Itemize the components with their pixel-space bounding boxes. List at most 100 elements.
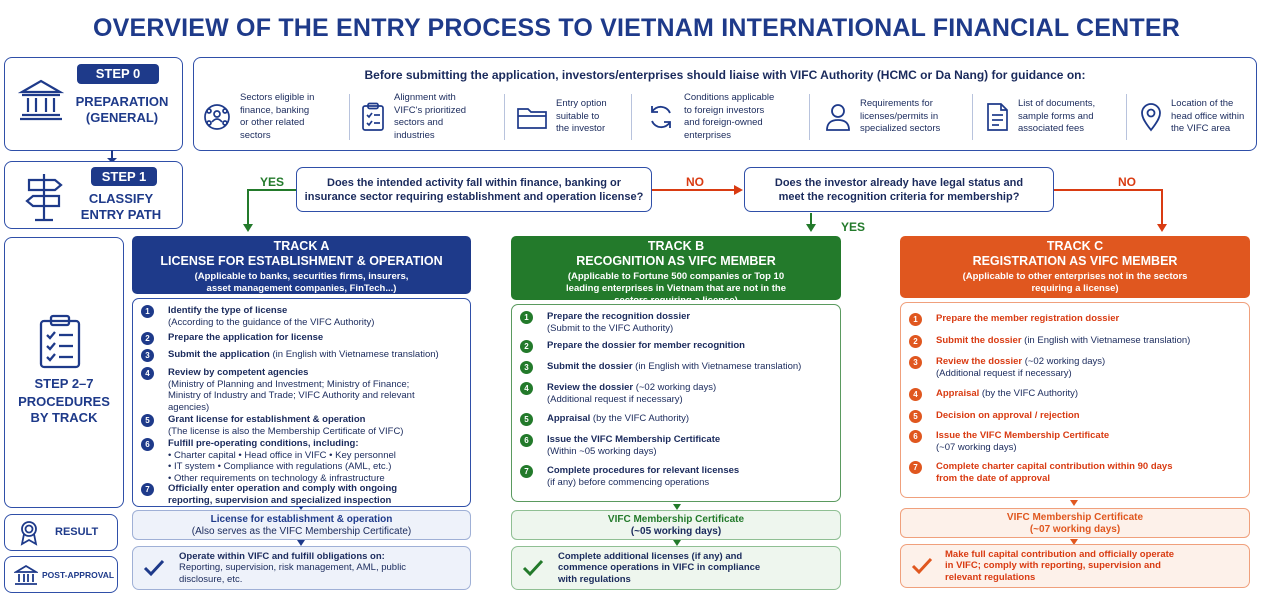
step-number: 5 <box>909 410 922 423</box>
step1-panel: STEP 1 CLASSIFY ENTRY PATH <box>4 161 183 229</box>
guidance-text-line: enterprises <box>684 129 731 141</box>
step0-title-2: (GENERAL) <box>85 110 159 125</box>
guidance-text-line: or other related <box>240 117 305 128</box>
step-title: Prepare the application for license <box>168 332 324 343</box>
step-number: 2 <box>520 340 533 353</box>
guidance-text-line: suitable to <box>556 110 600 122</box>
step-note: (in English with Vietnamese translation) <box>269 349 439 360</box>
step-number: 3 <box>141 349 154 362</box>
divider <box>1126 94 1127 140</box>
track-a-post: Operate within VIFC and fulfill obligati… <box>132 546 471 590</box>
question-1-box: Does the intended activity fall within f… <box>296 167 652 212</box>
track-c-desc-1: (Applicable to other enterprises not in … <box>962 271 1188 282</box>
step1-badge: STEP 1 <box>91 167 157 186</box>
track-c-result-note: (~07 working days) <box>1029 524 1121 535</box>
q2-yes-label: YES <box>841 220 866 234</box>
step-number: 3 <box>520 361 533 374</box>
q1-yes-label: YES <box>260 175 285 189</box>
track-c-post-line: in VIFC; comply with reporting, supervis… <box>945 560 1161 572</box>
post-approval-panel: POST-APPROVAL <box>4 556 118 593</box>
step-note: (in English with Vietnamese translation) <box>632 361 802 372</box>
checklist-icon <box>362 102 384 131</box>
track-b-post: Complete additional licenses (if any) an… <box>511 546 841 590</box>
step-number: 4 <box>909 388 922 401</box>
guidance-text-line: industries <box>394 129 435 141</box>
step27-title-3: BY TRACK <box>30 410 98 425</box>
track-a-post-line: disclosure, etc. <box>179 573 243 585</box>
guidance-text-line: sectors and <box>394 117 444 128</box>
step-title: Fulfill pre-operating conditions, includ… <box>168 438 359 449</box>
step0-panel: STEP 0 PREPARATION (GENERAL) <box>4 57 183 151</box>
step27-panel: STEP 2–7 PROCEDURES BY TRACK <box>4 237 124 508</box>
track-c-post-line: relevant regulations <box>945 571 1036 583</box>
step-title: Officially enter operation and comply wi… <box>168 483 398 494</box>
track-b-post-line: commence operations in VIFC in complianc… <box>558 562 761 574</box>
track-a-result-title: License for establishment & operation <box>210 514 393 525</box>
step1-title-2: ENTRY PATH <box>80 207 162 222</box>
step-number: 7 <box>520 465 533 478</box>
guidance-text-line: Sectors eligible in <box>240 92 315 103</box>
step-title: Identify the type of license <box>168 305 288 316</box>
step-number: 2 <box>909 335 922 348</box>
step1-title-1: CLASSIFY <box>88 191 154 206</box>
bank-building-icon <box>18 79 64 121</box>
step-title: Submit the dossier <box>936 335 1022 346</box>
step-detail: (~07 working days) <box>936 441 1017 453</box>
guidance-text-line: finance, banking <box>240 104 310 116</box>
track-c-subtitle: REGISTRATION AS VIFC MEMBER <box>972 254 1178 268</box>
result-panel: RESULT <box>4 514 118 551</box>
folder-icon <box>517 108 547 129</box>
divider <box>349 94 350 140</box>
step-number: 5 <box>141 414 154 427</box>
track-a-title: TRACK A <box>273 239 330 253</box>
certificate-icon <box>20 521 38 546</box>
guidance-text-line: VIFC's prioritized <box>394 104 467 116</box>
step-title: Review the dossier <box>936 356 1023 367</box>
track-c-step: 2 Submit the dossier (in English with Vie… <box>909 335 1243 348</box>
step-detail: (Ministry of Planning and Investment; Mi… <box>168 378 410 390</box>
step27-title-2: PROCEDURES <box>18 394 110 409</box>
step-number: 4 <box>141 367 154 380</box>
guidance-text-line: sample forms and <box>1018 110 1094 122</box>
guidance-text-line: List of documents, <box>1018 98 1096 110</box>
guidance-heading: Before submitting the application, inves… <box>364 68 1086 82</box>
step-title: Submit the application <box>168 349 270 360</box>
step-note: (~02 working days) <box>633 382 717 393</box>
check-icon <box>522 559 544 577</box>
step27-title-1: STEP 2–7 <box>34 376 94 391</box>
guidance-text-line: and foreign-owned <box>684 117 763 128</box>
track-a-post-line: Reporting, supervision, risk management,… <box>179 562 407 574</box>
step-note: (in English with Vietnamese translation) <box>1021 335 1191 346</box>
track-a-step: 3 Submit the application (in English with… <box>141 349 464 362</box>
step-number: 1 <box>520 311 533 324</box>
step-detail: agencies) <box>168 401 210 413</box>
step0-badge: STEP 0 <box>77 64 159 84</box>
question-2-box: Does the investor already have legal sta… <box>744 167 1054 212</box>
q2-no-label: NO <box>1118 175 1136 189</box>
track-c-post: Make full capital contribution and offic… <box>900 544 1250 588</box>
step-title: Appraisal <box>936 388 980 399</box>
step-detail: (if any) before commencing operations <box>547 476 710 488</box>
question-2-line2: meet the recognition criteria for member… <box>778 190 1020 203</box>
track-b-result-note: (~05 working days) <box>630 526 722 537</box>
track-a-result-note: (Also serves as the VIFC Membership Cert… <box>191 526 412 537</box>
track-b-post-line: with regulations <box>558 573 631 585</box>
step-detail: (Additional request if necessary) <box>936 367 1072 379</box>
track-a-desc-1: (Applicable to banks, securities firms, … <box>194 271 409 282</box>
step-title: Complete procedures for relevant license… <box>547 465 740 476</box>
guidance-text-line: Requirements for <box>860 98 933 110</box>
step-number: 3 <box>909 356 922 369</box>
step-detail: from the date of approval <box>936 472 1051 484</box>
